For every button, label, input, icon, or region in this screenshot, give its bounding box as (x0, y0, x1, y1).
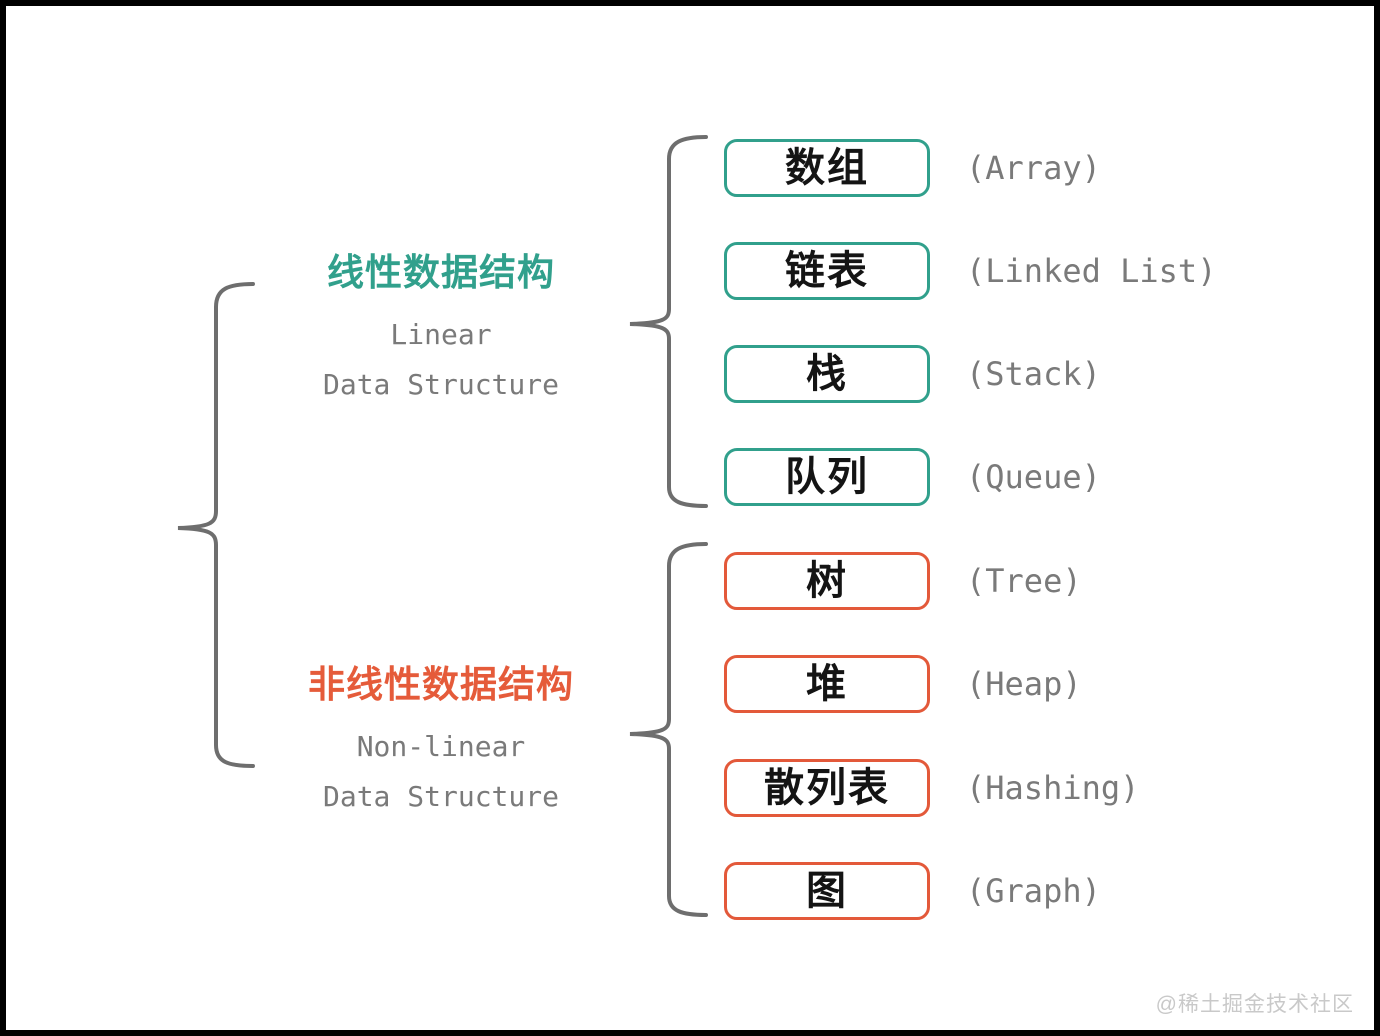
linear-group-brace (629, 135, 708, 508)
item-box: 散列表 (724, 759, 930, 817)
nonlinear-group-brace (629, 542, 708, 917)
category-subtitle-en-line1: Linear (390, 318, 492, 351)
item-label-zh: 队列 (785, 455, 869, 499)
item-box: 链表 (724, 242, 930, 300)
nonlinear-category-label: 非线性数据结构 Non-linear Data Structure (286, 666, 596, 811)
item-label-zh: 堆 (806, 662, 848, 706)
item-row: 图 (Graph) (724, 862, 1101, 920)
item-label-zh: 栈 (806, 352, 848, 396)
category-subtitle-en-line2: Data Structure (322, 780, 559, 813)
item-label-zh: 链表 (785, 249, 869, 293)
category-subtitle-en-line2: Data Structure (322, 368, 559, 401)
item-label-en: (Stack) (966, 355, 1101, 393)
item-label-en: (Graph) (966, 872, 1101, 910)
item-label-en: (Hashing) (966, 769, 1140, 807)
item-box: 树 (724, 552, 930, 610)
item-row: 队列 (Queue) (724, 448, 1101, 506)
item-row: 堆 (Heap) (724, 655, 1082, 713)
item-box: 队列 (724, 448, 930, 506)
watermark: @稀土掘金技术社区 (1155, 993, 1354, 1016)
item-box: 图 (724, 862, 930, 920)
item-label-en: (Queue) (966, 458, 1101, 496)
category-title-zh: 非线性数据结构 (308, 664, 574, 705)
item-row: 栈 (Stack) (724, 345, 1101, 403)
item-box: 堆 (724, 655, 930, 713)
item-row: 链表 (Linked List) (724, 242, 1216, 300)
item-label-zh: 散列表 (764, 766, 890, 810)
item-label-zh: 数组 (785, 146, 869, 190)
item-label-en: (Heap) (966, 665, 1082, 703)
category-title-zh: 线性数据结构 (327, 252, 555, 293)
item-label-zh: 树 (806, 559, 848, 603)
item-box: 数组 (724, 139, 930, 197)
item-label-en: (Linked List) (966, 252, 1217, 290)
item-label-zh: 图 (806, 869, 848, 913)
item-row: 散列表 (Hashing) (724, 759, 1139, 817)
item-label-en: (Array) (966, 149, 1101, 187)
brace-overlay (177, 135, 708, 917)
linear-category-label: 线性数据结构 Linear Data Structure (286, 254, 596, 399)
item-box: 栈 (724, 345, 930, 403)
item-row: 树 (Tree) (724, 552, 1082, 610)
item-row: 数组 (Array) (724, 139, 1101, 197)
item-label-en: (Tree) (966, 562, 1082, 600)
category-subtitle-en-line1: Non-linear (356, 730, 526, 763)
outer-brace (177, 282, 255, 768)
